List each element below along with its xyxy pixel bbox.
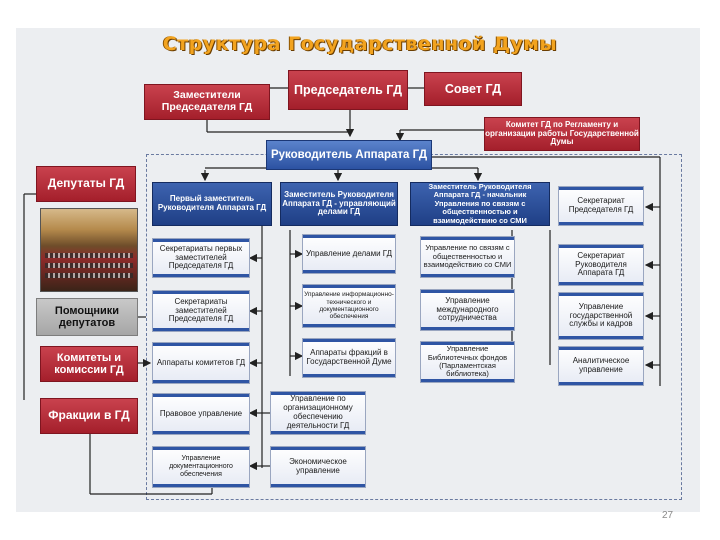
chairman-box: Председатель ГД bbox=[288, 70, 408, 110]
col3-item-1: Управление по связям с общественностью и… bbox=[420, 236, 515, 278]
col2-item-5: Экономическое управление bbox=[270, 446, 366, 488]
public-deputy-head-box: Заместитель Руководителя Аппарата ГД - н… bbox=[410, 182, 550, 226]
apparatus-head-box: Руководитель Аппарата ГД bbox=[266, 140, 432, 170]
council-box: Совет ГД bbox=[424, 72, 522, 106]
first-deputy-head-box: Первый заместитель Руководителя Аппарата… bbox=[152, 182, 272, 226]
committees-box: Комитеты и комиссии ГД bbox=[40, 346, 138, 382]
col4-item-1: Секретариат Председателя ГД bbox=[558, 186, 644, 226]
page-number: 27 bbox=[662, 510, 674, 521]
affairs-deputy-head-box: Заместитель Руководителя Аппарата ГД - у… bbox=[280, 182, 398, 226]
committee-rules-box: Комитет ГД по Регламенту и организации р… bbox=[484, 117, 640, 151]
col4-item-3: Управление государственной службы и кадр… bbox=[558, 292, 644, 340]
col2-item-2: Управление информационно-технического и … bbox=[302, 284, 396, 328]
col3-item-2: Управление международного сотрудничества bbox=[420, 289, 515, 331]
col4-item-2: Секретариат Руководителя Аппарата ГД bbox=[558, 244, 644, 286]
col1-item-1: Секретариаты первых заместителей Председ… bbox=[152, 238, 250, 278]
col1-item-4: Правовое управление bbox=[152, 393, 250, 435]
col1-item-3: Аппараты комитетов ГД bbox=[152, 342, 250, 384]
col2-item-1: Управление делами ГД bbox=[302, 234, 396, 274]
fractions-box: Фракции в ГД bbox=[40, 398, 138, 434]
col1-item-5: Управление документационного обеспечения bbox=[152, 446, 250, 488]
col3-item-3: Управление Библиотечных фондов (Парламен… bbox=[420, 341, 515, 383]
col4-item-4: Аналитическое управление bbox=[558, 346, 644, 386]
duma-hall-photo bbox=[40, 208, 138, 292]
col2-item-4: Управление по организационному обеспечен… bbox=[270, 391, 366, 435]
assistants-box: Помощники депутатов bbox=[36, 298, 138, 336]
deputies-box: Депутаты ГД bbox=[36, 166, 136, 202]
col1-item-2: Секретариаты заместителей Председателя Г… bbox=[152, 290, 250, 332]
page-title: Структура Государственной Думы bbox=[162, 33, 558, 55]
col2-item-3: Аппараты фракций в Государственной Думе bbox=[302, 338, 396, 378]
deputies-chair-box: Заместители Председателя ГД bbox=[144, 84, 270, 120]
